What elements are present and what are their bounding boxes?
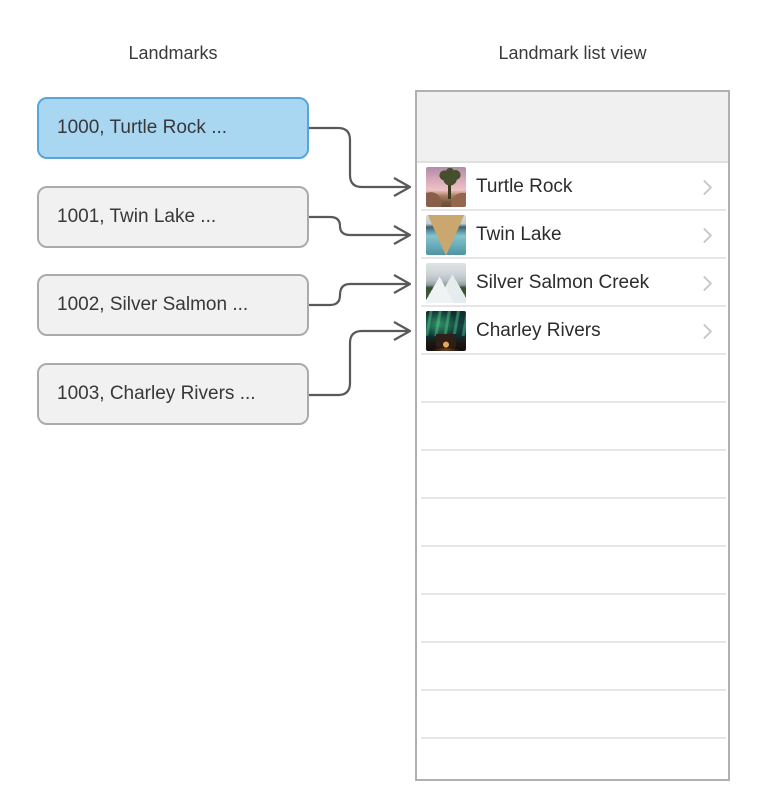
twin-lake-thumbnail xyxy=(426,215,466,255)
list-empty-rows xyxy=(417,355,728,779)
row-label: Twin Lake xyxy=(476,224,562,245)
arrow-1001-to-twin-lake-row xyxy=(309,215,408,237)
chevron-right-icon xyxy=(696,323,713,339)
chevron-right-icon xyxy=(696,179,713,195)
landmark-data-node-1002: 1002, Silver Salmon ... xyxy=(37,274,309,336)
row-label: Charley Rivers xyxy=(476,320,601,341)
list-header xyxy=(417,92,728,163)
empty-list-row xyxy=(417,547,728,595)
silver-salmon-creek-thumbnail xyxy=(426,263,466,303)
empty-list-row xyxy=(417,499,728,547)
empty-list-row xyxy=(417,691,728,739)
turtle-rock-thumbnail xyxy=(426,167,466,207)
list-row-silver-salmon-creek[interactable]: Silver Salmon Creek xyxy=(417,259,728,307)
left-column-title: Landmarks xyxy=(128,43,218,63)
empty-list-row xyxy=(417,739,728,779)
list-row-twin-lake[interactable]: Twin Lake xyxy=(417,211,728,259)
landmark-list-view: Turtle Rock Twin Lake Silver Salmon Cree… xyxy=(415,90,730,781)
chevron-right-icon xyxy=(696,275,713,291)
arrow-1002-to-silver-salmon-creek-row xyxy=(309,282,408,307)
empty-list-row xyxy=(417,451,728,499)
right-column-title: Landmark list view xyxy=(498,43,647,63)
list-row-turtle-rock[interactable]: Turtle Rock xyxy=(417,163,728,211)
arrowhead-icon xyxy=(393,225,412,245)
landmark-data-label: 1000, Turtle Rock ... xyxy=(57,117,228,138)
empty-list-row xyxy=(417,355,728,403)
arrow-1000-to-turtle-rock-row xyxy=(309,126,408,189)
arrow-1003-to-charley-rivers-row xyxy=(309,329,408,397)
landmark-data-node-1001: 1001, Twin Lake ... xyxy=(37,186,309,248)
landmark-data-label: 1001, Twin Lake ... xyxy=(57,206,217,227)
arrowhead-icon xyxy=(393,177,412,197)
landmark-data-node-1003: 1003, Charley Rivers ... xyxy=(37,363,309,425)
empty-list-row xyxy=(417,643,728,691)
empty-list-row xyxy=(417,595,728,643)
chevron-right-icon xyxy=(696,227,713,243)
row-label: Turtle Rock xyxy=(476,176,573,197)
landmark-data-label: 1002, Silver Salmon ... xyxy=(57,294,249,315)
landmark-data-label: 1003, Charley Rivers ... xyxy=(57,383,256,404)
empty-list-row xyxy=(417,403,728,451)
charley-rivers-thumbnail xyxy=(426,311,466,351)
arrowhead-icon xyxy=(393,274,412,294)
row-label: Silver Salmon Creek xyxy=(476,272,650,293)
arrowhead-icon xyxy=(393,321,412,341)
list-row-charley-rivers[interactable]: Charley Rivers xyxy=(417,307,728,355)
landmark-data-node-1000: 1000, Turtle Rock ... xyxy=(37,97,309,159)
